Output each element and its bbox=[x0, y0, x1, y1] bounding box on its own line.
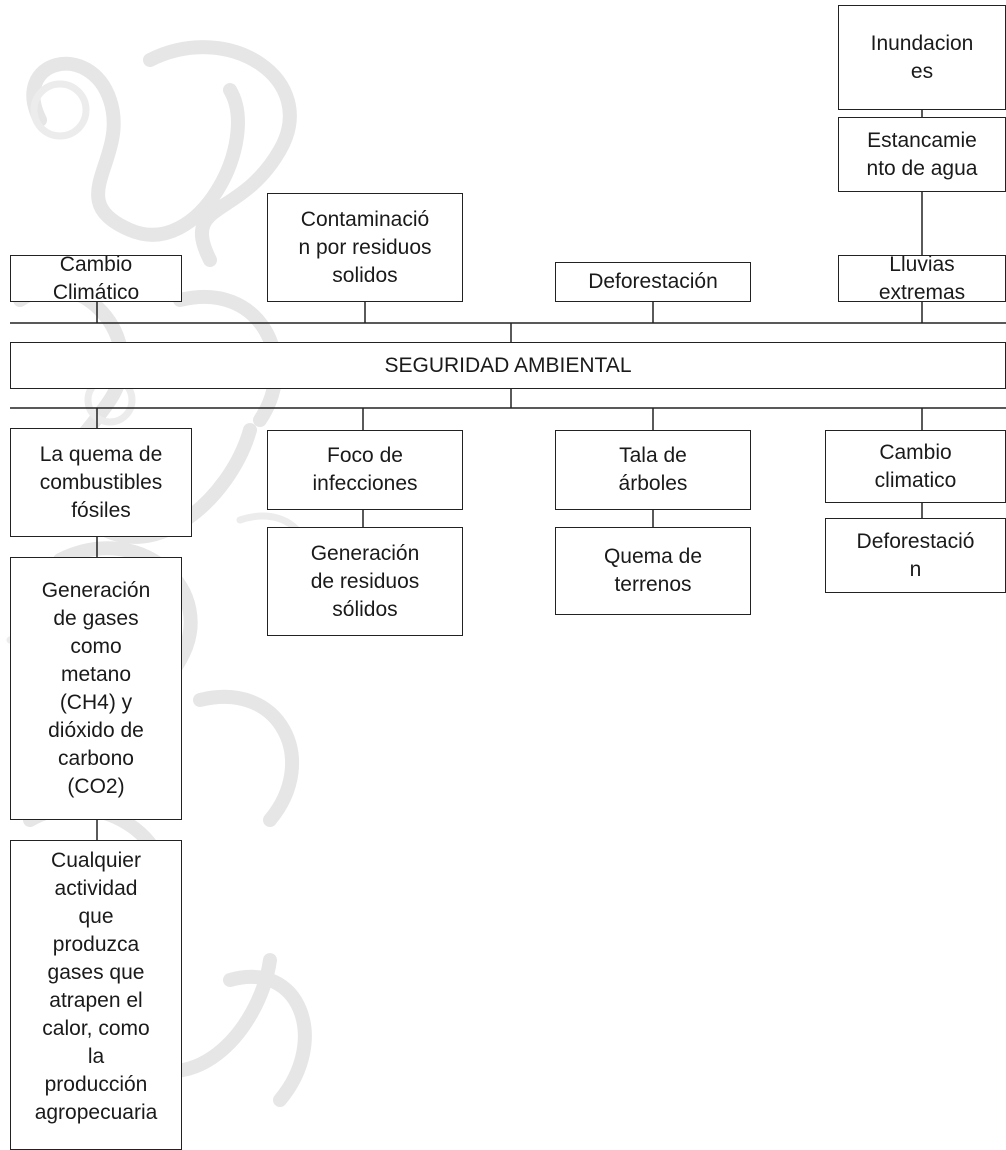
node-seguridad-ambiental: SEGURIDAD AMBIENTAL bbox=[10, 342, 1006, 389]
node-cambio-climatico-bottom: Cambio climatico bbox=[825, 430, 1006, 503]
node-lluvias-extremas: Lluvias extremas bbox=[838, 255, 1006, 302]
node-contaminacion-residuos: Contaminació n por residuos solidos bbox=[267, 193, 463, 302]
node-quema-terrenos: Quema de terrenos bbox=[555, 527, 751, 615]
node-deforestacion-bottom: Deforestació n bbox=[825, 518, 1006, 593]
node-generacion-residuos: Generación de residuos sólidos bbox=[267, 527, 463, 636]
node-generacion-gases: Generación de gases como metano (CH4) y … bbox=[10, 557, 182, 820]
node-tala-arboles: Tala de árboles bbox=[555, 430, 751, 510]
node-cambio-climatico: Cambio Climático bbox=[10, 255, 182, 302]
node-foco-infecciones: Foco de infecciones bbox=[267, 430, 463, 510]
node-cualquier-actividad: Cualquier actividad que produzca gases q… bbox=[10, 840, 182, 1150]
node-inundaciones: Inundacion es bbox=[838, 5, 1006, 110]
node-deforestacion-top: Deforestación bbox=[555, 262, 751, 302]
node-quema-combustibles: La quema de combustibles fósiles bbox=[10, 428, 192, 537]
node-estancamiento-agua: Estancamie nto de agua bbox=[838, 117, 1006, 192]
